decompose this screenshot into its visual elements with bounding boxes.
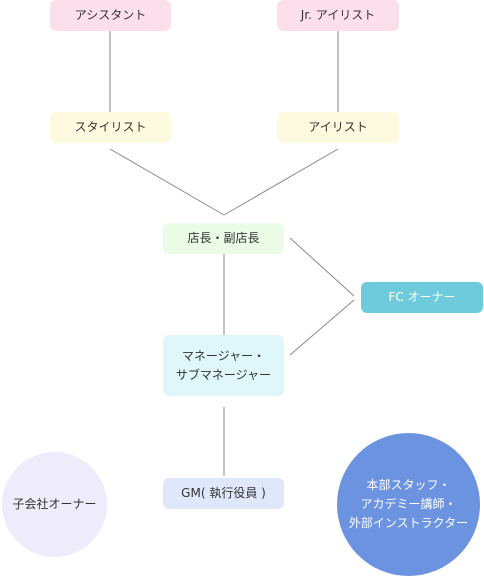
node-manager-line1: マネージャー・ xyxy=(181,348,266,363)
node-store-manager: 店長・副店長 xyxy=(163,223,284,254)
connector-manager-fc-owner xyxy=(289,299,355,356)
node-fc-owner: FC オーナー xyxy=(361,282,483,313)
node-gm-label: GM( 執行役員 ) xyxy=(181,486,266,500)
node-hq-staff: 本部スタッフ・ アカデミー講師・ 外部インストラクター xyxy=(337,433,480,576)
node-stylist: スタイリスト xyxy=(50,112,171,143)
node-store-manager-label: 店長・副店長 xyxy=(187,231,260,245)
node-hq-staff-line2: アカデミー講師・ xyxy=(360,497,457,511)
node-manager-line2: サブマネージャー xyxy=(175,367,272,382)
connector-stylist-store-manager xyxy=(109,148,225,216)
connector-store-manager-fc-owner xyxy=(289,237,355,297)
node-stylist-label: スタイリスト xyxy=(74,120,147,134)
node-eyelist-label: アイリスト xyxy=(308,120,368,134)
node-subsidiary-owner: 子会社オーナー xyxy=(2,452,107,557)
node-assistant-label: アシスタント xyxy=(74,8,147,22)
node-hq-staff-line3: 外部インストラクター xyxy=(348,516,469,530)
node-jr-eyelist: Jr. アイリスト xyxy=(277,0,399,31)
node-fc-owner-label: FC オーナー xyxy=(388,290,456,304)
node-eyelist: アイリスト xyxy=(277,112,399,143)
node-gm: GM( 執行役員 ) xyxy=(163,478,284,509)
connector-eyelist-store-manager xyxy=(223,148,339,216)
node-jr-eyelist-label: Jr. アイリスト xyxy=(300,8,376,22)
node-hq-staff-line1: 本部スタッフ・ xyxy=(366,478,451,492)
node-assistant: アシスタント xyxy=(50,0,171,31)
node-subsidiary-owner-label: 子会社オーナー xyxy=(12,497,97,511)
node-manager: マネージャー・ サブマネージャー xyxy=(163,335,284,396)
